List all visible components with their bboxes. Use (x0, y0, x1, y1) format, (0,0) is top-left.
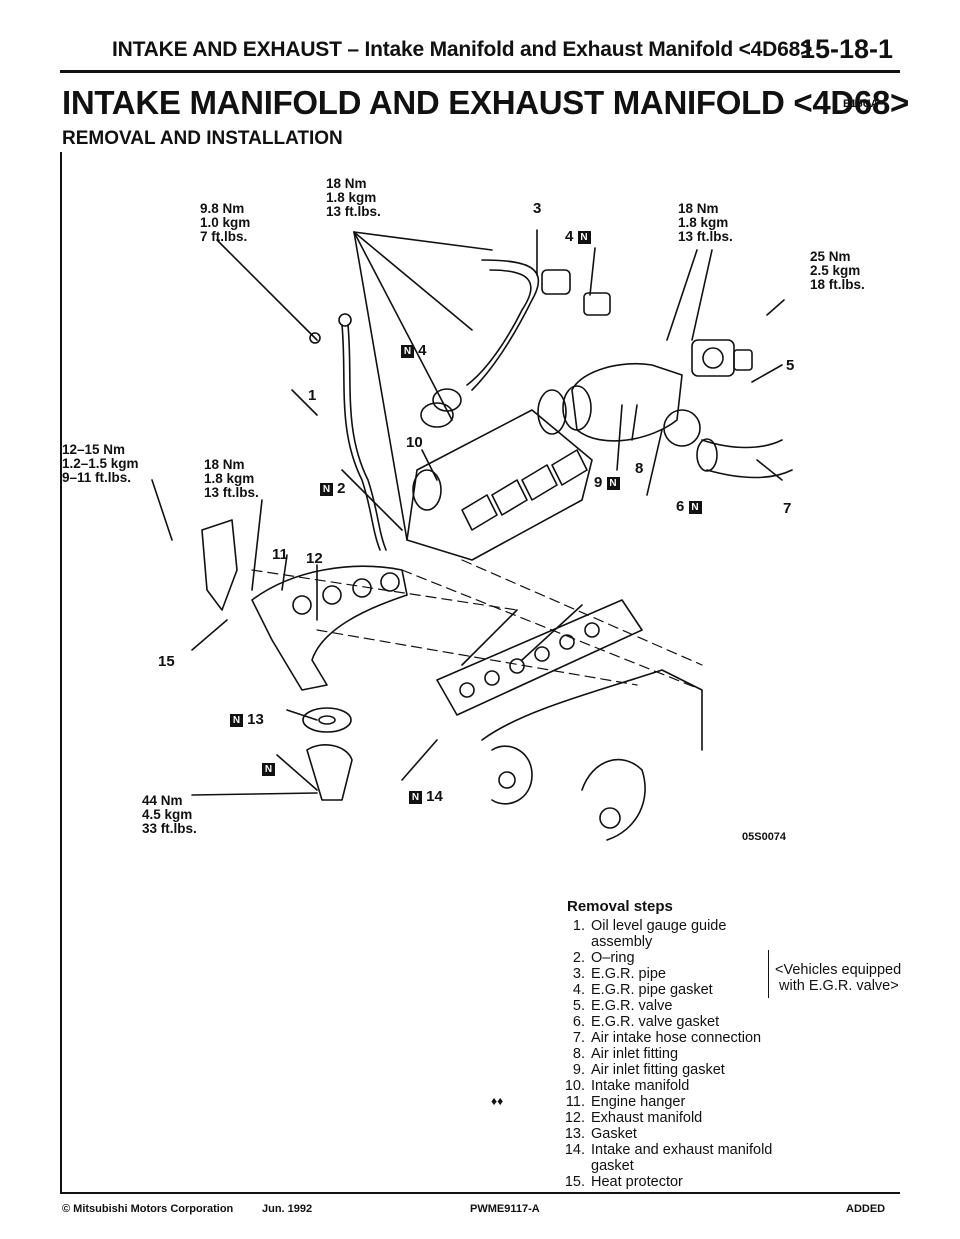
footer-rule (60, 1192, 900, 1194)
footer-date: Jun. 1992 (262, 1203, 313, 1215)
callout-10: 10 (406, 434, 423, 451)
torque-spec-manifold: 18 Nm 1.8 kgm 13 ft.lbs. (204, 457, 259, 500)
list-item: 15.Heat protector (564, 1174, 683, 1190)
list-item: 6.E.G.R. valve gasket (572, 1014, 720, 1030)
callout-15: 15 (158, 653, 175, 670)
list-item: 4.E.G.R. pipe gasket (572, 982, 713, 998)
callout-6: 6 N (676, 498, 702, 515)
figure-id: 05S0074 (742, 831, 787, 843)
document-title: INTAKE MANIFOLD AND EXHAUST MANIFOLD <4D… (62, 84, 909, 121)
callout-14: N 14 (409, 788, 443, 805)
footer-status: ADDED (846, 1203, 886, 1215)
callout-3: 3 (533, 200, 542, 217)
callout-5: 5 (786, 357, 795, 374)
page-number: 15-18-1 (800, 34, 894, 64)
list-item: 3.E.G.R. pipe (572, 966, 666, 982)
callout-new-mark-nut: N (262, 760, 275, 777)
callout-2: N 2 (320, 480, 346, 497)
torque-spec-egr-pipe: 18 Nm 1.8 kgm 13 ft.lbs. (326, 176, 381, 219)
egr-bracket (764, 950, 769, 998)
step-arrows-icon: ♦♦ (491, 1094, 504, 1108)
list-item: 7.Air intake hose connection (572, 1030, 762, 1046)
removal-steps-title: Removal steps (567, 898, 673, 915)
list-item: 14.Intake and exhaust manifold gasket (564, 1142, 773, 1174)
callout-13: N 13 (230, 711, 264, 728)
callout-12: 12 (306, 550, 323, 567)
callout-9: 9 N (594, 474, 620, 491)
callout-1: 1 (308, 387, 317, 404)
torque-spec-exhaust-flange: 44 Nm 4.5 kgm 33 ft.lbs. (142, 793, 197, 836)
callout-8: 8 (635, 460, 644, 477)
torque-spec-oil-gauge: 9.8 Nm 1.0 kgm 7 ft.lbs. (200, 201, 251, 244)
header-rule (60, 70, 900, 73)
list-item: 9.Air inlet fitting gasket (572, 1062, 725, 1078)
callout-7: 7 (783, 500, 792, 517)
list-item: 12.Exhaust manifold (564, 1110, 703, 1126)
exploded-diagram (151, 229, 793, 841)
left-margin-rule (60, 152, 62, 1192)
footer-copyright: © Mitsubishi Motors Corporation (62, 1203, 234, 1215)
list-item: 1.Oil level gauge guide assembly (572, 918, 727, 950)
callout-11: 11 (272, 546, 288, 563)
removal-steps-list: 1.Oil level gauge guide assembly 2.O–rin… (555, 918, 791, 1190)
list-item: 11.Engine hanger (565, 1094, 686, 1110)
list-item: 10.Intake manifold (564, 1078, 690, 1094)
list-item: 2.O–ring (572, 950, 635, 966)
torque-spec-heat-protector: 12–15 Nm 1.2–1.5 kgm 9–11 ft.lbs. (62, 442, 139, 485)
list-item: 13.Gasket (564, 1126, 637, 1142)
torque-spec-air-inlet: 25 Nm 2.5 kgm 18 ft.lbs. (810, 249, 865, 292)
footer-code: PWME9117-A (470, 1203, 540, 1215)
callout-4: 4 N (565, 228, 591, 245)
document-subtitle: REMOVAL AND INSTALLATION (62, 128, 343, 149)
torque-spec-egr-valve: 18 Nm 1.8 kgm 13 ft.lbs. (678, 201, 733, 244)
section-code: E15UA– (843, 98, 885, 110)
callout-4b: N 4 (401, 342, 427, 359)
header-title: INTAKE AND EXHAUST – Intake Manifold and… (112, 38, 813, 61)
list-item: 5.E.G.R. valve (572, 998, 673, 1014)
list-item: 8.Air inlet fitting (572, 1046, 679, 1062)
egr-note: <Vehicles equipped with E.G.R. valve> (775, 962, 902, 994)
